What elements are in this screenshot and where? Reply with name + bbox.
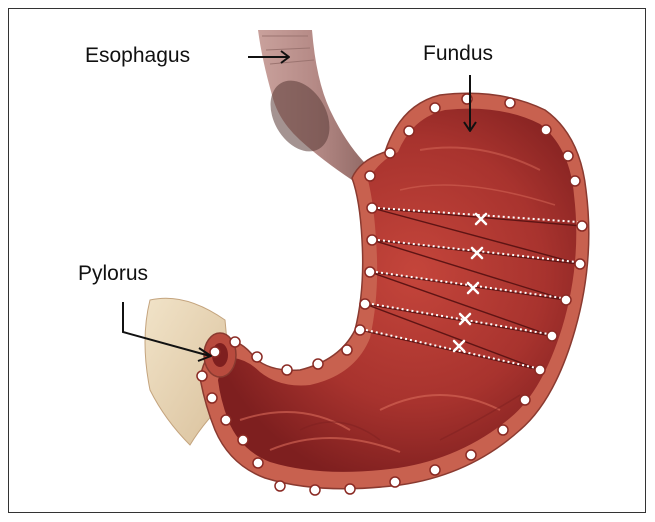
fundus-label: Fundus [423, 42, 493, 66]
esophagus-tube [258, 30, 372, 180]
pylorus-label: Pylorus [78, 262, 148, 286]
esophagus-label: Esophagus [85, 44, 190, 68]
